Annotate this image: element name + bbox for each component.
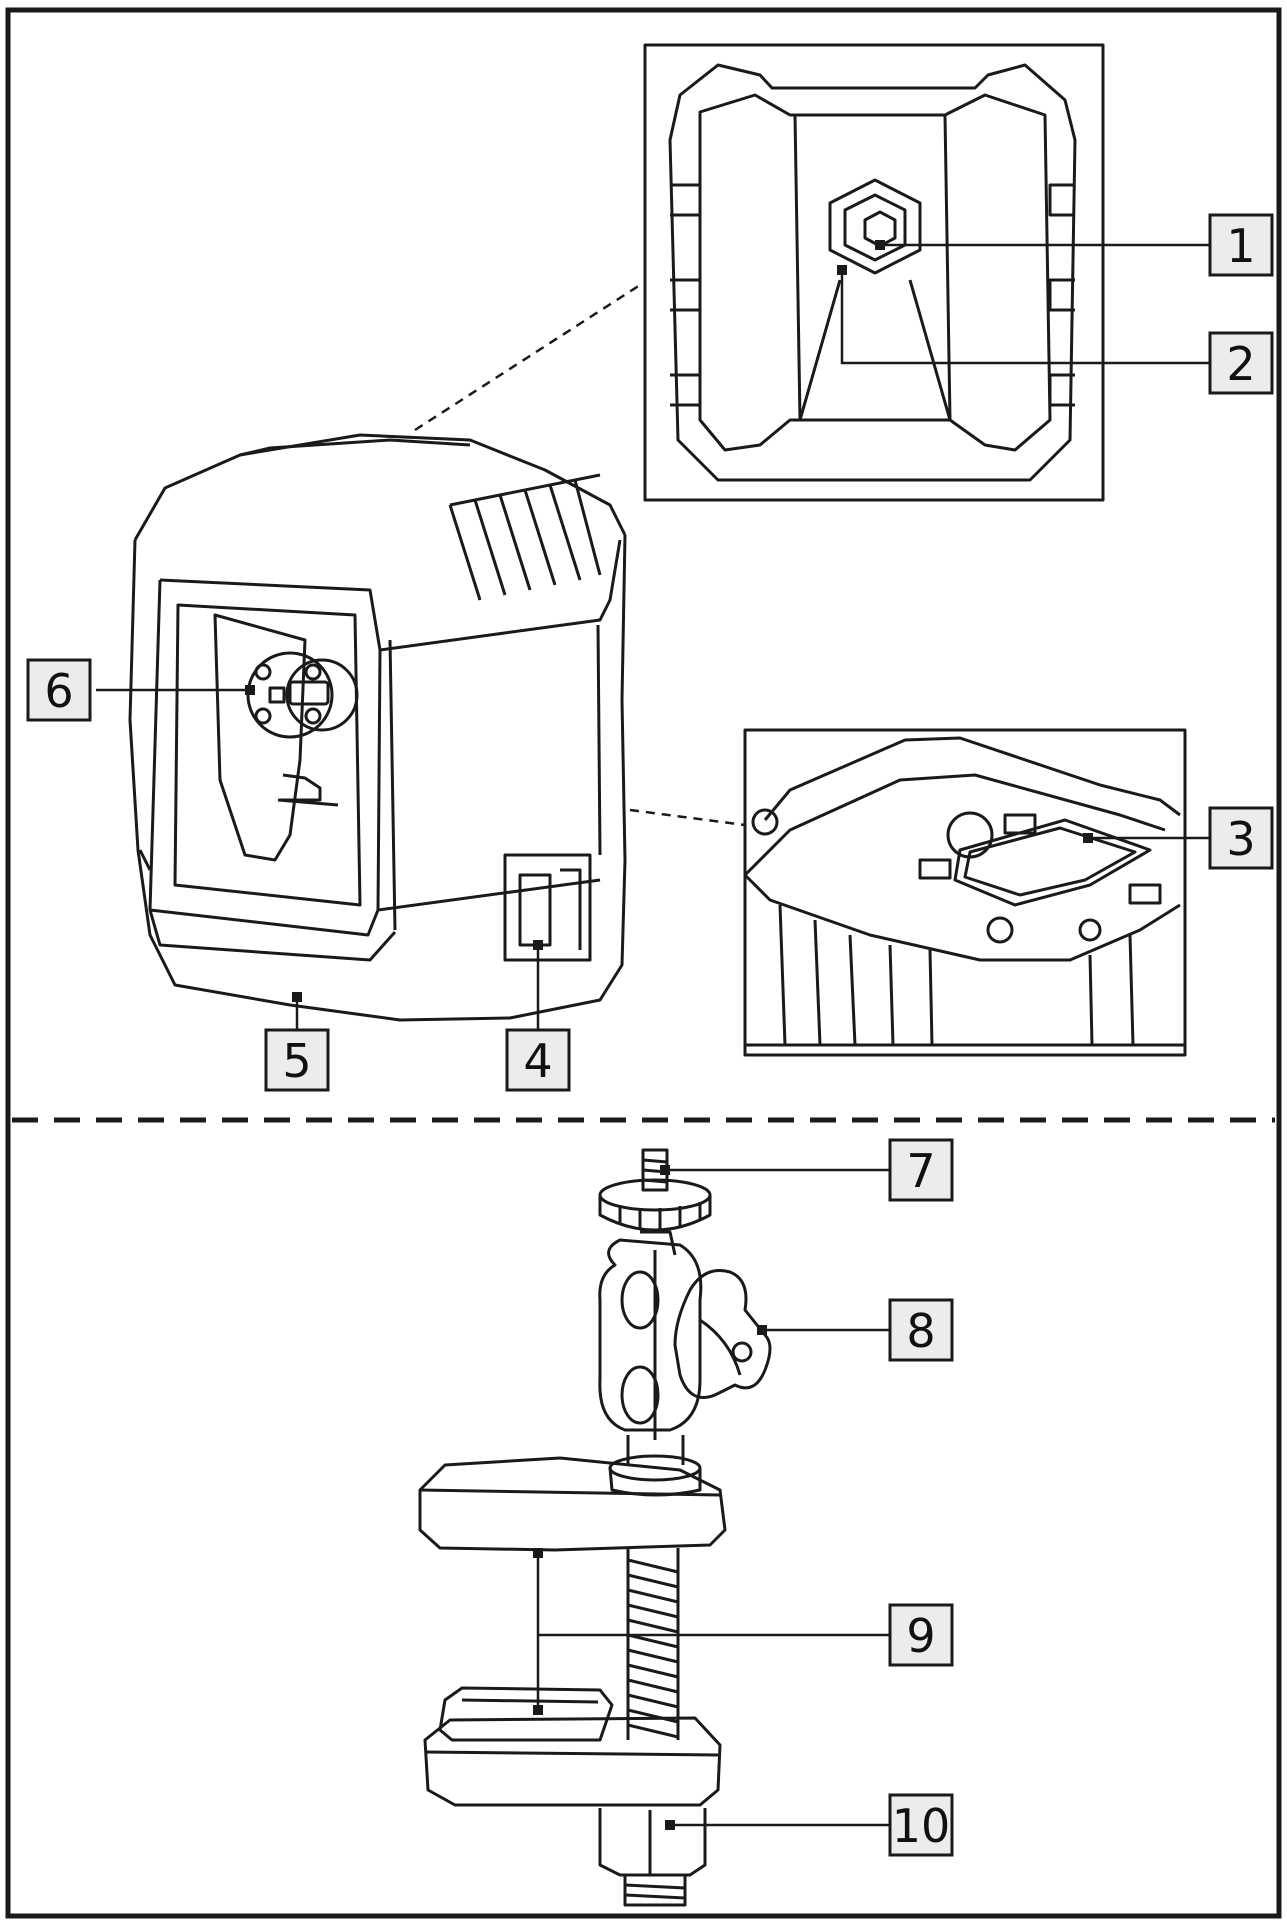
laser-level-body xyxy=(128,433,627,1022)
callout-2: 2 xyxy=(1208,331,1274,395)
callout-7-label: 7 xyxy=(906,1144,935,1198)
callout-8-label: 8 xyxy=(906,1304,935,1358)
callout-10-label: 10 xyxy=(892,1799,951,1853)
callout-5: 5 xyxy=(264,1028,330,1092)
callout-7: 7 xyxy=(888,1138,954,1202)
inset-bottom-leader xyxy=(629,808,746,827)
callout-dots xyxy=(245,240,1093,1830)
inset-bottom-view xyxy=(743,728,1187,1057)
callout-3: 3 xyxy=(1208,806,1274,870)
callout-6: 6 xyxy=(26,658,92,722)
inset-top-leader xyxy=(414,283,641,432)
callout-9-label: 9 xyxy=(906,1609,935,1663)
outer-frame xyxy=(5,7,1282,1919)
callout-4: 4 xyxy=(505,1028,571,1092)
inset-top-view xyxy=(643,43,1105,502)
callout-4-label: 4 xyxy=(523,1034,552,1088)
clamp-mount xyxy=(418,1148,772,1907)
callout-8: 8 xyxy=(888,1298,954,1362)
callout-leaders xyxy=(96,243,1210,1827)
callout-9: 9 xyxy=(888,1603,954,1667)
callout-1-label: 1 xyxy=(1226,219,1255,273)
callout-10: 10 xyxy=(888,1793,954,1857)
callout-6-label: 6 xyxy=(44,664,73,718)
callout-3-label: 3 xyxy=(1226,812,1255,866)
callout-2-label: 2 xyxy=(1226,337,1255,391)
callout-5-label: 5 xyxy=(282,1034,311,1088)
callout-1: 1 xyxy=(1208,213,1274,277)
